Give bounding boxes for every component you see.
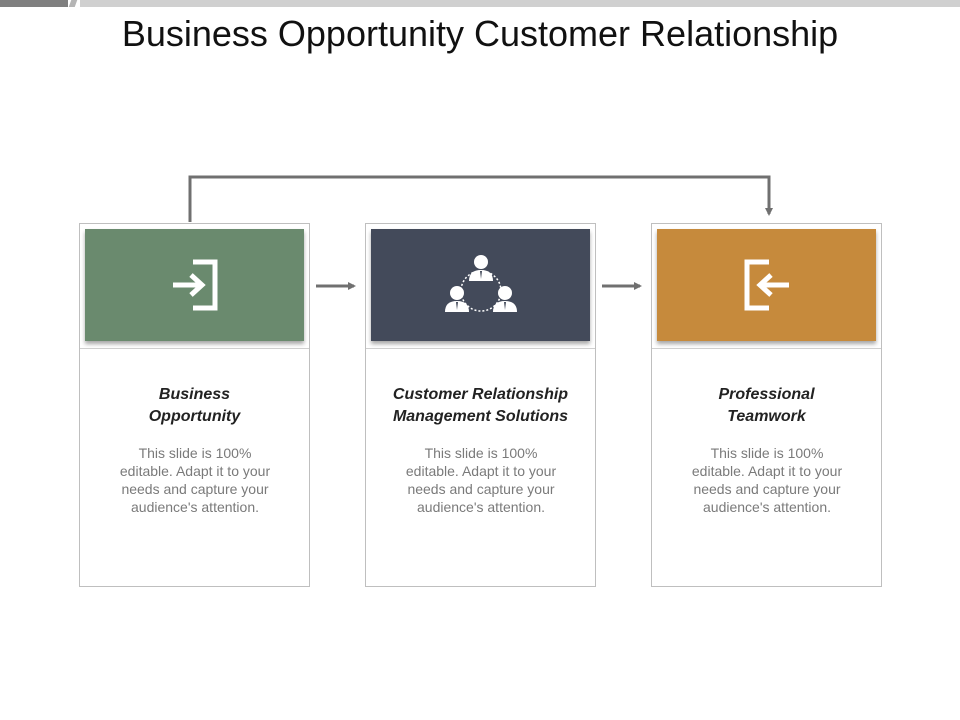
card-body-text: This slide is 100% editable. Adapt it to… [119,445,271,515]
card-professional-teamwork: Professional Teamwork This slide is 100%… [651,223,882,587]
card-title: Professional Teamwork [652,384,881,428]
card-title-line: Management Solutions [392,408,569,425]
feedback-connector-arrow [188,175,773,222]
sign-in-icon [172,259,217,311]
person-icon [468,255,493,281]
team-network-icon [444,255,517,312]
top-accent-slash [68,0,78,7]
sign-out-icon [744,259,789,311]
card-title-line: Customer Relationship [392,386,569,403]
card-title-line: Opportunity [148,408,241,425]
card-body-text: This slide is 100% editable. Adapt it to… [691,445,843,515]
card-header-3 [657,229,876,341]
card-title: Business Opportunity [80,384,309,428]
card-title-line: Professional [718,386,815,403]
card-business-opportunity: Business Opportunity This slide is 100% … [79,223,310,587]
card-customer-relationship: Customer Relationship Management Solutio… [365,223,596,587]
card-divider [366,348,595,349]
card-header-2 [371,229,590,341]
card-body-text: This slide is 100% editable. Adapt it to… [405,445,557,515]
person-icon [444,286,469,312]
card-title-line: Business [158,386,231,403]
card-header-1 [85,229,304,341]
card-divider [80,348,309,349]
card-title-line: Teamwork [727,408,806,425]
top-accent-bar-dark [0,0,68,7]
person-icon [492,286,517,312]
card-title: Customer Relationship Management Solutio… [366,384,595,428]
top-accent-bar-light [80,0,960,7]
card-divider [652,348,881,349]
slide-title: Business Opportunity Customer Relationsh… [121,13,839,54]
